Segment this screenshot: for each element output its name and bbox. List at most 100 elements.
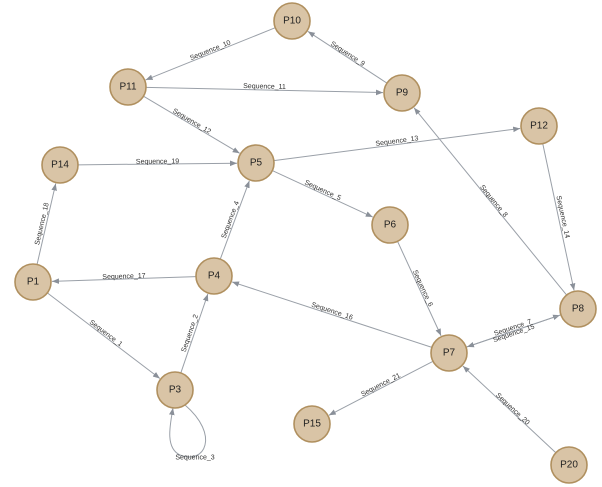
node-label: P5 [250, 158, 263, 169]
node-p9[interactable]: P9 [383, 74, 421, 112]
node-circle[interactable] [109, 68, 147, 106]
edge-label: Sequence_1 [88, 319, 124, 348]
node-label: P20 [560, 460, 578, 471]
edge-label: Sequence_3 [175, 455, 214, 462]
node-label: P11 [119, 82, 136, 93]
edge-e19[interactable]: Sequence_19 [77, 158, 238, 167]
node-label: P15 [303, 419, 321, 430]
edge-e12[interactable]: Sequence_12 [143, 95, 240, 154]
edge-label: Sequence_17 [102, 273, 146, 281]
node-p11[interactable]: P11 [109, 68, 147, 106]
edge-e16[interactable]: Sequence_16 [231, 281, 433, 348]
edge-e6[interactable]: Sequence_6 [397, 241, 442, 336]
edge-label: Sequence_14 [554, 195, 570, 239]
node-circle[interactable] [383, 74, 421, 112]
edge-line[interactable] [231, 281, 433, 348]
node-circle[interactable] [156, 371, 194, 409]
edge-label: Sequence_6 [411, 269, 434, 308]
edge-label: Sequence_13 [375, 135, 419, 148]
edge-label: Sequence_11 [243, 83, 286, 91]
edge-line[interactable] [273, 126, 521, 162]
edge-e18[interactable]: Sequence_18 [34, 183, 57, 265]
node-p10[interactable]: P10 [273, 2, 311, 40]
edge-label: Sequence_18 [34, 202, 51, 246]
edge-line[interactable] [169, 404, 206, 458]
node-label: P3 [169, 385, 182, 396]
node-label: P8 [572, 304, 585, 315]
node-p4[interactable]: P4 [195, 257, 233, 295]
node-p12[interactable]: P12 [520, 107, 558, 145]
edge-label: Sequence_5 [303, 179, 342, 202]
node-label: P4 [208, 271, 221, 282]
node-circle[interactable] [237, 144, 275, 182]
node-circle[interactable] [520, 107, 558, 145]
node-p15[interactable]: P15 [293, 405, 331, 443]
node-label: P10 [283, 16, 301, 27]
edge-e17[interactable]: Sequence_17 [51, 273, 197, 284]
node-circle[interactable] [559, 290, 597, 328]
edge-e13[interactable]: Sequence_13 [273, 126, 521, 162]
node-p7[interactable]: P7 [430, 334, 468, 372]
node-circle[interactable] [550, 446, 588, 484]
edge-line[interactable] [328, 360, 434, 416]
edge-line[interactable] [219, 180, 250, 260]
edge-line[interactable] [466, 314, 562, 348]
node-label: P6 [384, 220, 397, 231]
node-label: P12 [530, 121, 548, 132]
node-p6[interactable]: P6 [371, 206, 409, 244]
edge-line[interactable] [77, 160, 238, 167]
edge-line[interactable] [145, 27, 276, 81]
edge-e3[interactable]: Sequence_3 [169, 404, 215, 462]
edge-line[interactable] [145, 86, 384, 96]
edge-e10[interactable]: Sequence_10 [145, 27, 276, 81]
edge-label: Sequence_20 [494, 392, 530, 427]
edge-e14[interactable]: Sequence_14 [542, 143, 576, 291]
node-circle[interactable] [430, 334, 468, 372]
edge-e15[interactable]: Sequence_15 [466, 314, 562, 348]
edge-e1[interactable]: Sequence_1 [47, 292, 161, 379]
edge-label: Sequence_2 [181, 314, 200, 354]
node-circle[interactable] [14, 263, 52, 301]
edge-label: Sequence_10 [189, 39, 232, 62]
node-p20[interactable]: P20 [550, 446, 588, 484]
edge-line[interactable] [307, 30, 388, 84]
node-circle[interactable] [195, 257, 233, 295]
node-label: P9 [396, 88, 409, 99]
node-p3[interactable]: P3 [156, 371, 194, 409]
node-circle[interactable] [371, 206, 409, 244]
edge-line[interactable] [180, 293, 209, 374]
node-circle[interactable] [41, 146, 79, 184]
edge-e21[interactable]: Sequence_21 [328, 360, 434, 416]
node-p8[interactable]: P8 [559, 290, 597, 328]
node-p5[interactable]: P5 [237, 144, 275, 182]
edge-line[interactable] [51, 276, 197, 284]
edge-e2[interactable]: Sequence_2 [180, 293, 209, 374]
edge-line[interactable] [397, 241, 442, 336]
node-circle[interactable] [273, 2, 311, 40]
edge-e4[interactable]: Sequence_4 [219, 180, 250, 260]
edge-e9[interactable]: Sequence_9 [307, 30, 388, 84]
edge-line[interactable] [272, 170, 373, 218]
edge-line[interactable] [47, 292, 161, 379]
edge-label: Sequence_9 [329, 41, 366, 68]
edge-label: Sequence_21 [360, 372, 402, 398]
edge-line[interactable] [462, 365, 557, 454]
edge-label: Sequence_16 [310, 302, 353, 322]
node-label: P14 [51, 160, 69, 171]
node-p14[interactable]: P14 [41, 146, 79, 184]
edge-e5[interactable]: Sequence_5 [272, 170, 373, 218]
edge-e20[interactable]: Sequence_20 [462, 365, 557, 454]
edge-line[interactable] [542, 143, 576, 291]
node-label: P7 [443, 348, 456, 359]
edge-line[interactable] [36, 183, 57, 265]
edge-label: Sequence_8 [478, 184, 508, 219]
node-label: P1 [27, 277, 40, 288]
node-circle[interactable] [293, 405, 331, 443]
edge-label: Sequence_19 [136, 158, 179, 165]
node-p1[interactable]: P1 [14, 263, 52, 301]
edge-label: Sequence_4 [221, 200, 241, 239]
edge-line[interactable] [143, 95, 240, 154]
edge-e11[interactable]: Sequence_11 [145, 83, 384, 96]
